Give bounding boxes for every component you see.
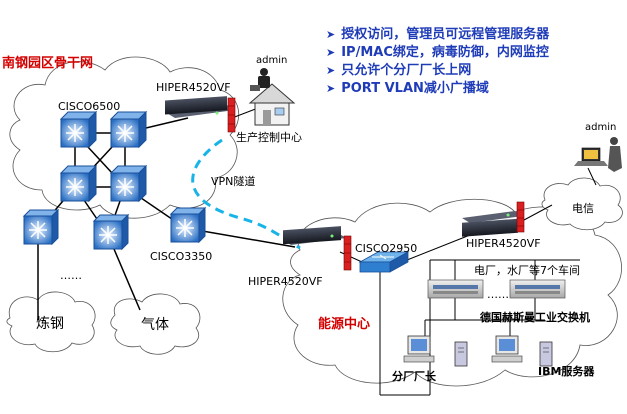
ellipsis-right: …… xyxy=(487,288,509,301)
steelmaking-label: 炼钢 xyxy=(36,316,64,332)
network-links xyxy=(231,107,597,396)
admin-user-icon xyxy=(250,68,270,91)
core-switch-icon xyxy=(59,110,98,149)
vpn-tunnel xyxy=(191,138,301,250)
gas-label: 气体 xyxy=(141,317,169,333)
firewall-icon xyxy=(343,235,352,271)
feature-item: ➤PORT VLAN减小广播域 xyxy=(326,81,489,96)
hiper-top-label: HIPER4520VF xyxy=(156,81,231,94)
arrow-bullet-icon: ➤ xyxy=(326,46,336,59)
arrow-bullet-icon: ➤ xyxy=(326,28,336,41)
core-switch-icon xyxy=(59,164,98,203)
telecom-label: 电信 xyxy=(572,202,594,215)
core-switch-icon xyxy=(109,164,148,203)
firewall-icon xyxy=(516,201,525,233)
telecom-cloud xyxy=(541,177,623,231)
admin-laptop-icon xyxy=(574,137,622,172)
vpn-label: VPN隧道 xyxy=(211,175,256,188)
workshops-label: 电厂，水厂等7个车间 xyxy=(474,264,580,277)
gas-cloud xyxy=(110,293,201,355)
admin-top-label: admin xyxy=(256,55,288,66)
cisco2950-switch-icon xyxy=(358,251,410,273)
feature-list: ➤授权访问，管理员可远程管理服务器 ➤IP/MAC绑定，病毒防御，内网监控 ➤只… xyxy=(326,26,549,98)
branch-director-label: 分厂厂长 xyxy=(392,370,436,383)
ellipsis-left: …… xyxy=(60,269,82,282)
hiper-right-label: HIPER4520VF xyxy=(466,237,541,250)
arrow-bullet-icon: ➤ xyxy=(326,64,336,77)
hiper-router-top-icon xyxy=(165,96,235,118)
hiper-mid-label: HIPER4520VF xyxy=(248,275,323,288)
cisco3350-label: CISCO3350 xyxy=(150,250,213,263)
cisco2950-label: CISCO2950 xyxy=(355,242,418,255)
cisco3350-switch-icon xyxy=(169,206,207,244)
feature-item: ➤只允许个分厂厂长上网 xyxy=(326,63,472,78)
access-switch-icon xyxy=(92,213,130,251)
server-tower-icon xyxy=(454,341,468,367)
arrow-bullet-icon: ➤ xyxy=(326,82,336,95)
german-switch-label: 德国赫斯曼工业交换机 xyxy=(480,311,590,324)
ibm-pc-icon xyxy=(491,335,523,363)
control-center-house-icon xyxy=(248,83,296,126)
core-switch-icon xyxy=(109,110,148,149)
cisco6500-label: CISCO6500 xyxy=(58,100,121,113)
branch-pc-icon xyxy=(403,335,435,363)
hiper-router-right-icon xyxy=(462,211,523,237)
backbone-title: 南钢园区骨干网 xyxy=(2,56,94,71)
energy-center-title: 能源中心 xyxy=(318,317,371,332)
steelmaking-cloud xyxy=(6,291,96,353)
firewall-icon xyxy=(227,97,236,133)
admin-right-label: admin xyxy=(585,122,617,133)
hiper-router-mid-icon xyxy=(283,226,346,245)
ibm-server-label: IBM服务器 xyxy=(538,365,595,378)
feature-item: ➤授权访问，管理员可远程管理服务器 xyxy=(326,27,550,42)
access-switch-icon xyxy=(22,208,60,246)
control-center-label: 生产控制中心 xyxy=(236,131,302,144)
feature-item: ➤IP/MAC绑定，病毒防御，内网监控 xyxy=(326,45,549,60)
ibm-server-tower-icon xyxy=(539,341,553,367)
industrial-switch-icon xyxy=(509,279,566,299)
industrial-switch-icon xyxy=(427,279,484,299)
